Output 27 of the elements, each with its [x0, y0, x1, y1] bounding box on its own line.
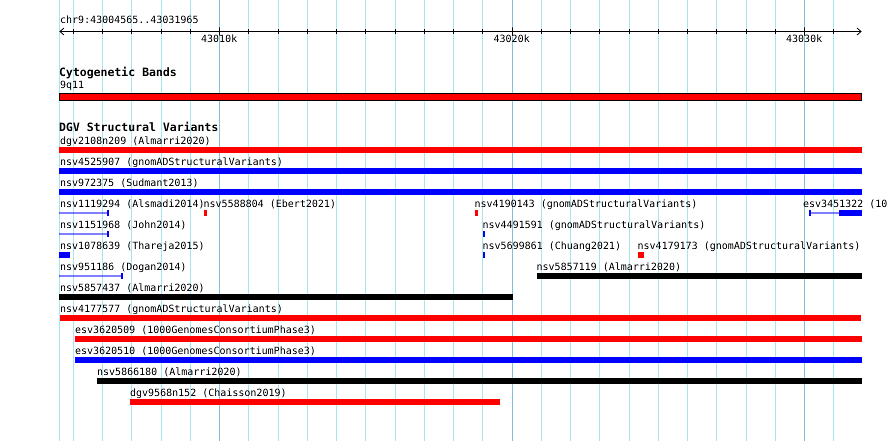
- location-label: chr9:43004565..43031965: [60, 15, 198, 26]
- tick-label: 43020k: [494, 34, 530, 45]
- feature-label: dgv2108n209 (Almarri2020): [60, 136, 211, 147]
- feature-label: nsv5699861 (Chuang2021): [482, 241, 621, 252]
- feature-label: nsv4190143 (gnomADStructuralVariants): [474, 199, 698, 210]
- feature-label: esv3620509 (1000GenomesConsortiumPhase3): [75, 325, 316, 336]
- feature-label: nsv5857119 (Almarri2020): [536, 262, 681, 273]
- feature-label: nsv972375 (Sudmant2013): [60, 178, 198, 189]
- track-title: DGV Structural Variants: [59, 121, 218, 134]
- feature-label: nsv4525907 (gnomADStructuralVariants): [60, 157, 283, 168]
- feature-label: nsv1151968 (John2014): [60, 220, 186, 231]
- feature-label: nsv5857437 (Almarri2020): [60, 283, 204, 294]
- feature-label: dgv9568n152 (Chaisson2019): [130, 388, 287, 399]
- feature-label: nsv1119294 (Alsmadi2014): [60, 199, 204, 210]
- feature-label: esv3451322 (10: [803, 199, 888, 210]
- tick-label: 43030k: [786, 34, 822, 45]
- feature-label: nsv4491591 (gnomADStructuralVariants): [482, 220, 706, 231]
- track-title: Cytogenetic Bands: [59, 66, 177, 79]
- feature-label: nsv4177577 (gnomADStructuralVariants): [60, 304, 283, 315]
- feature-label: nsv5588804 (Ebert2021): [204, 199, 336, 210]
- feature-label: nsv4179173 (gnomADStructuralVariants): [638, 241, 860, 252]
- feature-label: esv3620510 (1000GenomesConsortiumPhase3): [75, 346, 316, 357]
- band-label: 9q11: [60, 80, 84, 91]
- feature-label: nsv1078639 (Thareja2015): [60, 241, 204, 252]
- feature-label: nsv951186 (Dogan2014): [60, 262, 186, 273]
- tick-label: 43010k: [201, 34, 238, 45]
- feature-label: nsv5866180 (Almarri2020): [97, 367, 242, 378]
